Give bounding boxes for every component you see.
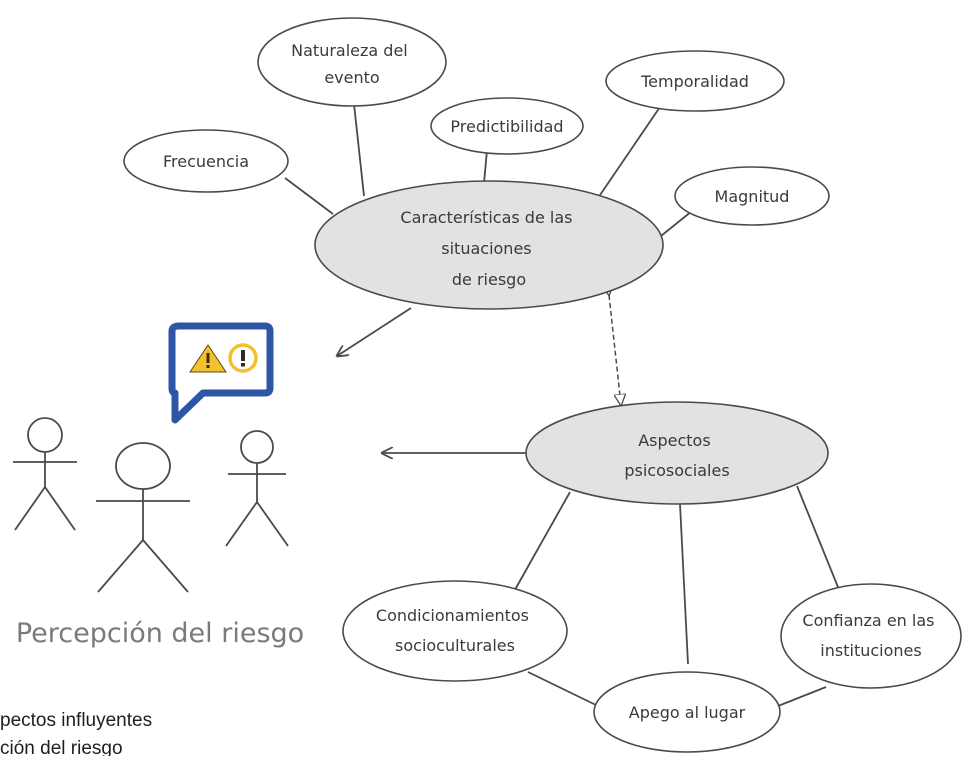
node-predictibilidad: Predictibilidad — [430, 97, 584, 155]
node-predictibilidad-label: Predictibilidad — [450, 117, 563, 136]
node-magnitud: Magnitud — [674, 166, 830, 226]
figure-caption-line-2: ción del riesgo — [0, 738, 123, 756]
node-frecuencia-label: Frecuencia — [163, 152, 249, 171]
node-temporalidad-label: Temporalidad — [640, 72, 749, 91]
node-confianza: Confianza en las instituciones — [780, 583, 962, 689]
node-apego-label: Apego al lugar — [629, 703, 746, 722]
connector-frecuencia — [284, 177, 334, 215]
node-condicionamientos: Condicionamientos socioculturales — [342, 580, 568, 682]
stick-figure-center — [96, 442, 190, 593]
node-frecuencia: Frecuencia — [123, 129, 289, 193]
center-node-situaciones: Características de las situaciones de ri… — [314, 180, 664, 310]
center-node-situaciones-label: Características de las situaciones de ri… — [400, 208, 577, 289]
warning-triangle-icon — [189, 344, 227, 373]
node-magnitud-label: Magnitud — [715, 187, 790, 206]
node-condicionamientos-label: Condicionamientos socioculturales — [376, 606, 534, 655]
people-caption: Percepción del riesgo — [16, 618, 304, 649]
warning-speech-bubble — [168, 322, 274, 424]
warning-circle-icon — [228, 343, 258, 373]
stick-figure-left — [13, 417, 77, 531]
connector-confianza-apego — [777, 686, 827, 707]
connector-condicionamientos-apego — [527, 671, 599, 707]
node-naturaleza-label: Naturaleza del evento — [291, 41, 413, 87]
node-temporalidad: Temporalidad — [605, 50, 785, 112]
stick-figure-right — [225, 430, 289, 547]
node-confianza-label: Confianza en las instituciones — [802, 611, 939, 660]
center-node-psicosociales: Aspectos psicosociales — [525, 401, 829, 505]
connector-condicionamientos — [511, 491, 571, 596]
node-naturaleza: Naturaleza del evento — [257, 17, 447, 107]
connector-predictibilidad — [483, 149, 488, 184]
dashed-bidirectional-arrow — [609, 295, 621, 405]
connector-temporalidad — [597, 103, 663, 199]
connector-apego-vertical — [679, 503, 689, 665]
lower-connectors — [511, 485, 841, 707]
connector-confianza — [796, 485, 841, 593]
center-node-psicosociales-label: Aspectos psicosociales — [624, 431, 729, 480]
figure-caption-line-1: pectos influyentes — [0, 710, 152, 731]
node-apego: Apego al lugar — [593, 671, 781, 753]
connector-naturaleza — [353, 103, 365, 197]
arrow-upper-to-people — [337, 307, 412, 356]
